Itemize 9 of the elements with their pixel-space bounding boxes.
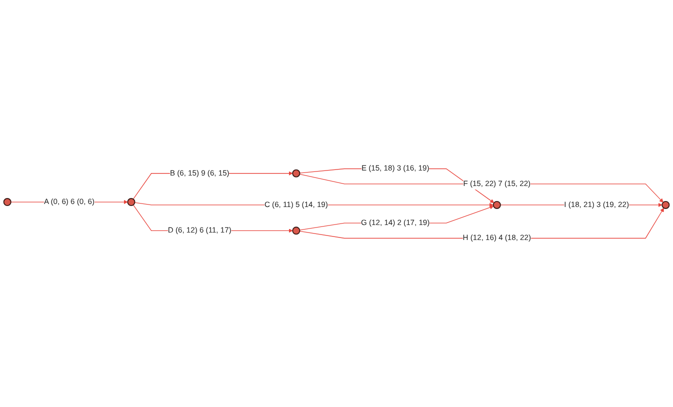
node-circle (292, 226, 300, 235)
arrow (299, 205, 494, 230)
arrow (299, 208, 664, 239)
node-circle (127, 198, 136, 206)
arrow (299, 174, 664, 203)
node-circle (492, 200, 501, 209)
node-circle (3, 198, 12, 206)
node-circle (292, 169, 300, 178)
node-circle (662, 200, 670, 209)
